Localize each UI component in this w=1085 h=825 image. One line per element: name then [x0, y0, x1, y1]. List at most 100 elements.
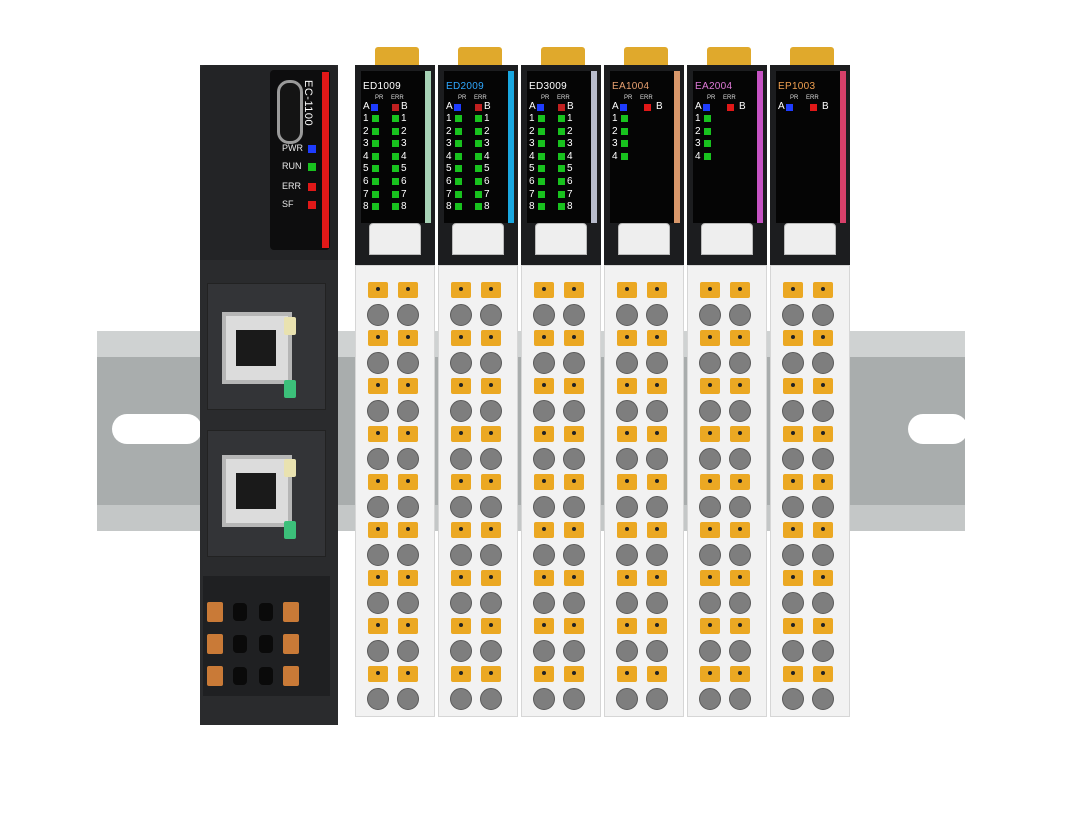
- terminal-release-button: [398, 570, 418, 586]
- terminal-wire-entry: [533, 544, 555, 566]
- rj45-socket-2: [236, 473, 276, 509]
- power-terminal: [207, 634, 223, 654]
- terminal-wire-entry: [782, 496, 804, 518]
- channel-number: 6: [401, 176, 407, 187]
- terminal-wire-entry: [616, 592, 638, 614]
- channel-led: [475, 127, 482, 135]
- channel-number: 2: [484, 125, 490, 137]
- channel-a-label: A: [529, 101, 536, 112]
- channel-number: 3: [567, 138, 573, 150]
- terminal-dot: [489, 671, 493, 675]
- channel-led: [392, 127, 399, 135]
- terminal-release-button: [564, 522, 584, 538]
- terminal-release-button: [534, 570, 554, 586]
- channel-led: [621, 140, 628, 148]
- channel-number: 8: [446, 201, 452, 213]
- terminal-wire-entry: [812, 592, 834, 614]
- terminal-release-button: [481, 570, 501, 586]
- channel-led: [558, 190, 565, 198]
- terminal-dot: [821, 383, 825, 387]
- terminal-release-button: [700, 522, 720, 538]
- terminal-dot: [489, 479, 493, 483]
- channel-number: 4: [363, 150, 369, 162]
- terminal-wire-entry: [480, 448, 502, 470]
- terminal-release-button: [813, 330, 833, 346]
- terminal-dot: [625, 479, 629, 483]
- din-rail-slot-left: [112, 414, 202, 444]
- channel-number: 3: [363, 138, 369, 150]
- terminal-release-button: [398, 666, 418, 682]
- channel-number: 2: [695, 125, 701, 137]
- terminal-wire-entry: [450, 352, 472, 374]
- terminal-wire-entry: [533, 304, 555, 326]
- terminal-wire-entry: [646, 544, 668, 566]
- channel-number: 3: [446, 138, 452, 150]
- status-led-pr: [371, 104, 378, 111]
- terminal-wire-entry: [646, 352, 668, 374]
- terminal-release-button: [783, 666, 803, 682]
- terminal-release-button: [451, 474, 471, 490]
- channel-led: [392, 152, 399, 160]
- channel-led: [372, 165, 379, 173]
- channel-led: [621, 127, 628, 135]
- terminal-wire-entry: [646, 496, 668, 518]
- terminal-dot: [708, 287, 712, 291]
- terminal-dot: [489, 335, 493, 339]
- channel-number: 4: [446, 150, 452, 162]
- activity-led-1: [284, 380, 296, 398]
- terminal-dot: [791, 431, 795, 435]
- terminal-release-button: [647, 282, 667, 298]
- terminal-wire-entry: [450, 400, 472, 422]
- terminal-dot: [459, 431, 463, 435]
- terminal-dot: [791, 335, 795, 339]
- terminal-dot: [489, 575, 493, 579]
- terminal-release-button: [730, 618, 750, 634]
- status-led-err: [475, 104, 482, 111]
- terminal-wire-entry: [480, 400, 502, 422]
- status-led-pr: [786, 104, 793, 111]
- terminal-release-button: [813, 666, 833, 682]
- terminal-release-button: [783, 570, 803, 586]
- terminal-release-button: [813, 618, 833, 634]
- status-header-right: ERR: [806, 95, 819, 101]
- status-led-err: [810, 104, 817, 111]
- terminal-wire-entry: [616, 496, 638, 518]
- channel-led: [392, 203, 399, 211]
- terminal-dot: [489, 431, 493, 435]
- terminal-dot: [459, 287, 463, 291]
- terminal-release-button: [451, 330, 471, 346]
- channel-led: [475, 203, 482, 211]
- terminal-wire-entry: [480, 352, 502, 374]
- terminal-dot: [738, 671, 742, 675]
- channel-led: [475, 165, 482, 173]
- module-name: EP1003: [778, 81, 816, 92]
- terminal-dot: [821, 479, 825, 483]
- terminal-release-button: [730, 666, 750, 682]
- terminal-dot: [406, 287, 410, 291]
- channel-number: 1: [695, 113, 701, 124]
- terminal-wire-entry: [646, 688, 668, 710]
- terminal-release-button: [368, 522, 388, 538]
- terminal-wire-entry: [533, 496, 555, 518]
- ethernet-port-2: [207, 430, 326, 557]
- indicator-label-err: ERR: [282, 181, 302, 191]
- channel-a-label: A: [778, 101, 785, 112]
- terminal-release-button: [534, 426, 554, 442]
- channel-number: 2: [363, 125, 369, 137]
- terminal-dot: [572, 671, 576, 675]
- channel-number: 1: [484, 113, 490, 124]
- channel-led: [372, 127, 379, 135]
- channel-led: [372, 190, 379, 198]
- terminal-dot: [406, 527, 410, 531]
- terminal-wire-entry: [397, 544, 419, 566]
- terminal-wire-entry: [533, 640, 555, 662]
- terminal-release-button: [451, 522, 471, 538]
- indicator-led-err: [308, 183, 316, 191]
- channel-number: 7: [363, 188, 369, 200]
- channel-led: [538, 165, 545, 173]
- terminal-wire-entry: [699, 496, 721, 518]
- terminal-wire-entry: [699, 688, 721, 710]
- terminal-release-button: [368, 570, 388, 586]
- terminal-wire-entry: [812, 496, 834, 518]
